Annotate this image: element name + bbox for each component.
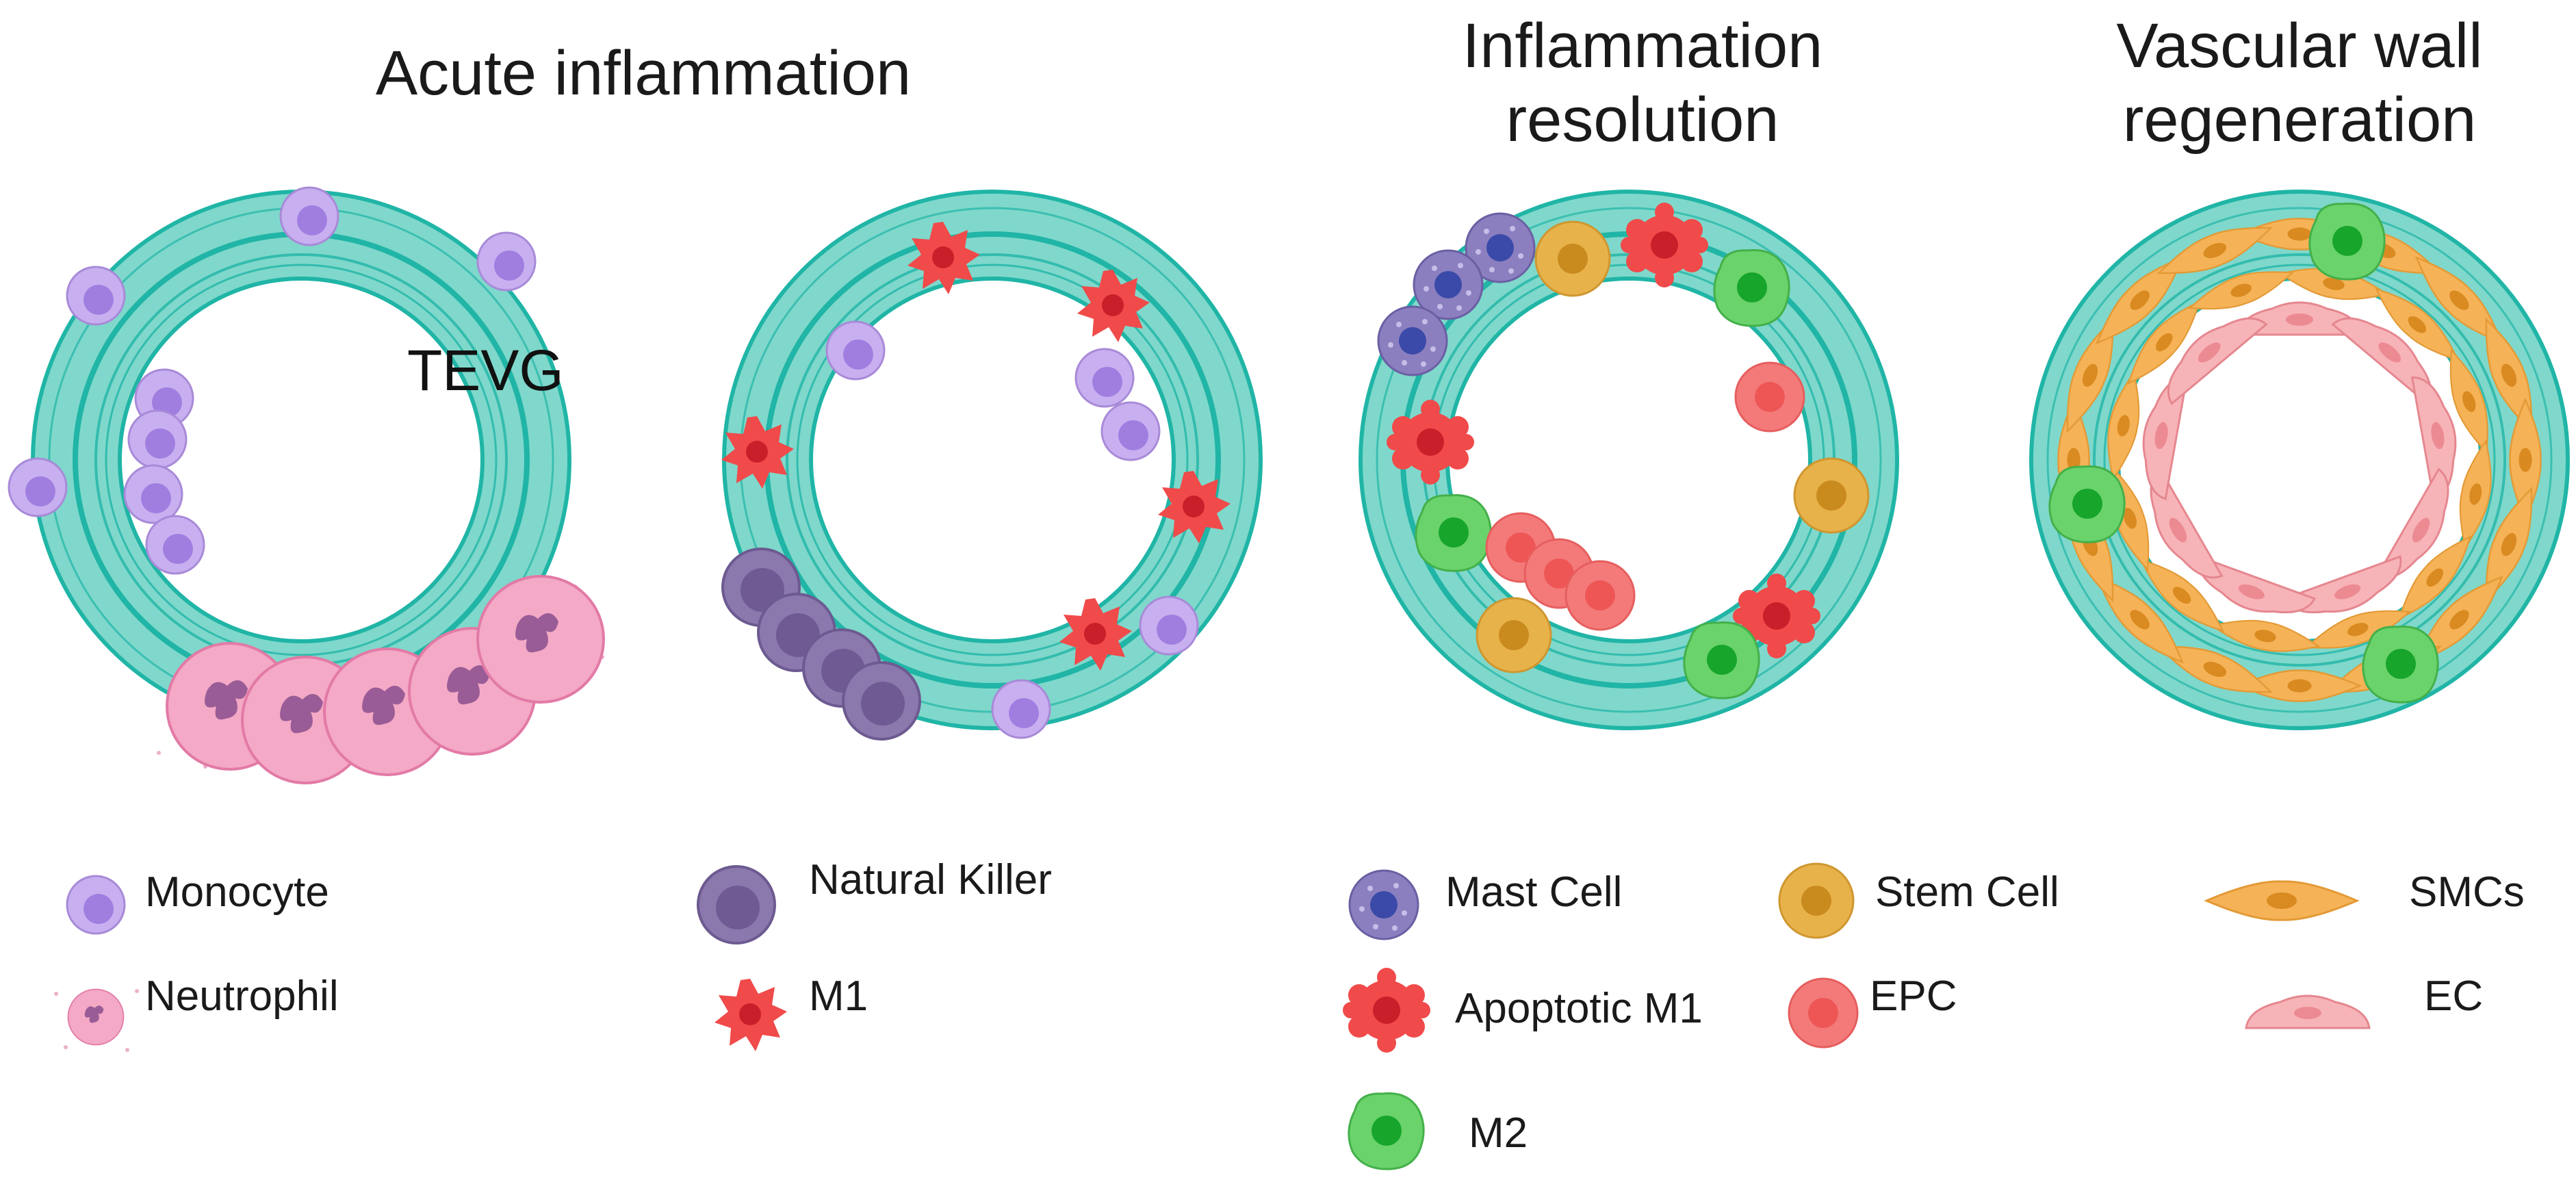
stem-cell <box>1793 457 1870 534</box>
monocyte-cell <box>991 679 1051 739</box>
title-inflammation-resolution-line2: resolution <box>1506 85 1779 155</box>
legend-neutrophil-label: Neutrophil <box>145 973 339 1020</box>
monocyte-cell <box>825 320 886 381</box>
legend-smcs-label: SMCs <box>2409 869 2525 916</box>
monocyte-cell <box>8 457 68 517</box>
title-vascular-wall-line2: regeneration <box>2123 85 2477 155</box>
monocyte-cell <box>1100 401 1161 461</box>
mast-cell <box>1377 305 1448 376</box>
natural-killer-cell <box>842 661 921 741</box>
title-acute-inflammation: Acute inflammation <box>376 38 911 108</box>
m2-cell <box>2362 625 2439 704</box>
epc-cell <box>1564 560 1636 631</box>
legend-ec-label: EC <box>2424 973 2483 1020</box>
m2-cell <box>2048 465 2126 543</box>
legend-ec-icon <box>2245 994 2371 1029</box>
legend-epc-icon <box>1788 977 1859 1049</box>
title-vascular-wall-line1: Vascular wall <box>2116 11 2482 81</box>
ec-lining-panel4 <box>2131 298 2468 630</box>
m2-cell <box>1683 621 1760 699</box>
legend-smcs-icon <box>2205 880 2358 921</box>
neutrophil-cell <box>476 575 605 704</box>
legend-epc-label: EPC <box>1870 973 1957 1020</box>
monocyte-cell <box>1074 348 1135 408</box>
legend-m2-icon <box>1348 1092 1425 1170</box>
monocyte-cell <box>476 231 537 292</box>
legend-m2-label: M2 <box>1469 1109 1528 1157</box>
legend-apoptotic-m1-label: Apoptotic M1 <box>1455 985 1703 1032</box>
legend-mast-cell-icon <box>1348 869 1419 940</box>
m2-cell <box>1415 493 1492 572</box>
legend-m1-label: M1 <box>809 973 868 1020</box>
legend-natural-killer-icon <box>697 865 776 945</box>
title-inflammation-resolution-line1: Inflammation <box>1463 11 1823 81</box>
monocyte-cell <box>123 464 183 524</box>
m2-cell <box>1713 248 1790 327</box>
monocyte-cell <box>279 186 339 246</box>
legend-neutrophil-icon <box>67 988 125 1046</box>
legend-mast-cell-label: Mast Cell <box>1445 869 1622 916</box>
stem-cell <box>1476 597 1552 673</box>
monocyte-cell <box>145 515 205 575</box>
legend-m1-icon <box>714 979 787 1051</box>
m2-cell <box>2308 202 2386 281</box>
monocyte-cell <box>127 409 188 470</box>
epc-cell <box>1734 361 1805 433</box>
legend-neutrophil-debris-icon <box>54 989 139 1052</box>
legend-stem-cell-icon <box>1778 862 1855 939</box>
legend-natural-killer-label: Natural Killer <box>809 856 1052 903</box>
monocyte-cell <box>66 266 126 326</box>
stem-cell <box>1534 220 1611 297</box>
legend-apoptotic-m1-icon <box>1343 968 1430 1053</box>
legend-stem-cell-label: Stem Cell <box>1875 869 2059 916</box>
tevg-label: TEVG <box>407 338 564 402</box>
legend-monocyte-icon <box>66 875 126 935</box>
legend-monocyte-label: Monocyte <box>145 869 329 916</box>
monocyte-cell <box>1139 595 1199 656</box>
legend: Monocyte Neutrophil Natural Killer M1 Ma… <box>54 856 2525 1170</box>
